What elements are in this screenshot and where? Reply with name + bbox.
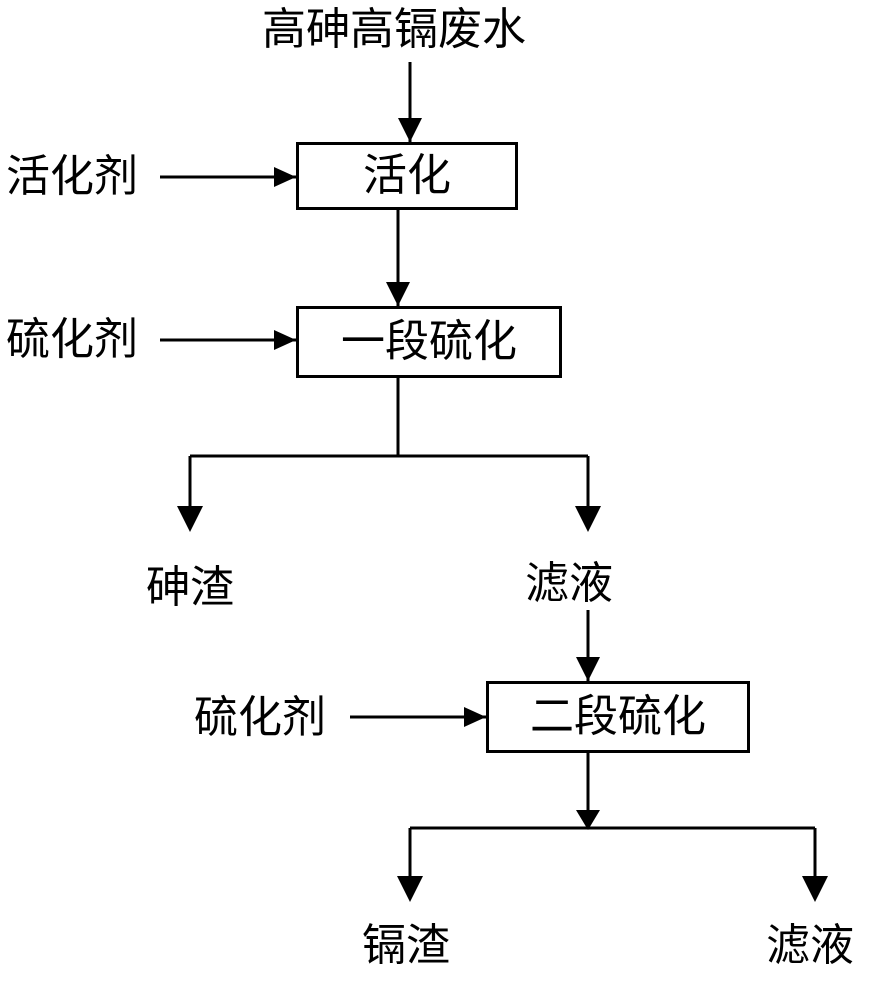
sulfidizer-2-label: 硫化剂 <box>194 692 326 743</box>
arrowhead-feed <box>398 118 422 142</box>
stage1-sulfidation-box: 一段硫化 <box>296 306 562 378</box>
arrowhead-filtrate-1 <box>575 506 601 532</box>
arrowhead-activator <box>274 167 296 187</box>
sulfidizer-1-label: 硫化剂 <box>6 314 138 365</box>
cadmium-residue-label: 镉渣 <box>362 920 450 971</box>
arrowhead-cadmium-residue <box>397 876 423 902</box>
arrowhead-stage2-out <box>576 810 600 830</box>
arrowhead-activation-out <box>386 282 410 306</box>
stage1-sulfidation-label: 一段硫化 <box>341 316 517 367</box>
arrowhead-filtrate-to-stage2 <box>576 657 600 681</box>
arrowhead-filtrate-2 <box>802 876 828 902</box>
filtrate-1-label: 滤液 <box>525 558 613 609</box>
arrowhead-sulfidizer-1 <box>274 330 296 350</box>
arrowhead-arsenic-residue <box>177 506 203 532</box>
filtrate-2-label: 滤液 <box>766 920 854 971</box>
stage2-sulfidation-box: 二段硫化 <box>486 681 750 753</box>
activator-label: 活化剂 <box>6 151 138 202</box>
arsenic-residue-label: 砷渣 <box>146 562 234 613</box>
arrowhead-sulfidizer-2 <box>464 707 486 727</box>
activation-step-label: 活化 <box>363 150 451 201</box>
stage2-sulfidation-label: 二段硫化 <box>530 691 706 742</box>
activation-step-box: 活化 <box>296 142 518 210</box>
feed-wastewater-label: 高砷高镉废水 <box>262 4 526 55</box>
